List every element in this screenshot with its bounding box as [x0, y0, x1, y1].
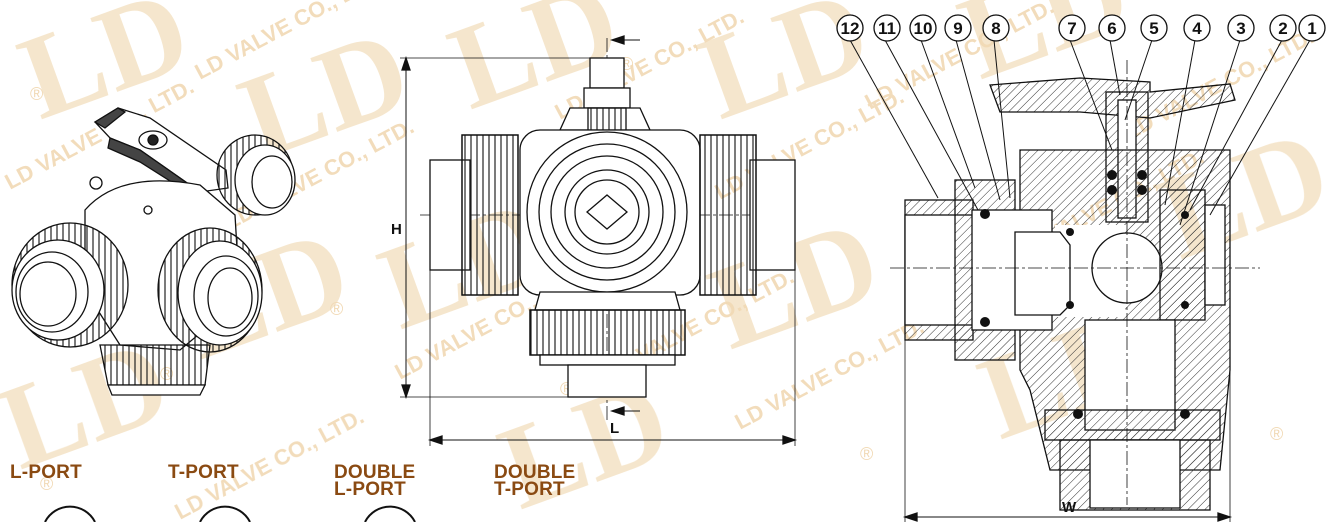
part-bubble: 3: [1227, 14, 1255, 42]
port-type-line2: L-PORT: [334, 479, 406, 500]
part-bubble: 12: [836, 14, 864, 42]
valve-section-view: [890, 60, 1260, 522]
svg-text:6: 6: [1107, 19, 1116, 38]
svg-text:9: 9: [953, 19, 962, 38]
valve-3d-view: [11, 107, 296, 396]
port-type-line2: T-PORT: [494, 479, 565, 500]
svg-text:1: 1: [1307, 19, 1316, 38]
registered-mark: ®: [30, 84, 43, 104]
dimension-w-label: W: [1062, 499, 1077, 516]
part-bubble: 6: [1098, 14, 1126, 42]
port-type-l: L-PORT: [10, 462, 82, 483]
port-type-line1: DOUBLE: [494, 462, 576, 483]
part-bubble: 11: [873, 14, 901, 42]
part-bubbles: 12 11 10 9 8 7 6 5 4 3 2 1: [836, 14, 1326, 42]
port-type-line1: L-PORT: [10, 462, 82, 483]
svg-text:7: 7: [1067, 19, 1076, 38]
registered-mark: ®: [1270, 424, 1283, 444]
part-bubble: 10: [909, 14, 937, 42]
part-bubble: 2: [1269, 14, 1297, 42]
port-type-double-l: DOUBLE L-PORT: [334, 462, 416, 500]
part-bubble: 4: [1183, 14, 1211, 42]
dimension-h-label: H: [391, 221, 402, 238]
registered-mark: ®: [860, 444, 873, 464]
port-type-double-t: DOUBLE T-PORT: [494, 462, 576, 500]
part-bubble: 7: [1058, 14, 1086, 42]
registered-mark: ®: [330, 299, 343, 319]
svg-text:11: 11: [878, 19, 896, 38]
svg-text:2: 2: [1278, 19, 1287, 38]
svg-text:5: 5: [1149, 19, 1158, 38]
port-diagram-previews: [44, 505, 416, 523]
leader-lines: [849, 39, 1311, 226]
svg-text:4: 4: [1192, 19, 1202, 38]
valve-front-view: [400, 35, 798, 446]
dimension-l-label: L: [610, 420, 619, 437]
port-type-line1: DOUBLE: [334, 462, 416, 483]
part-bubble: 9: [944, 14, 972, 42]
part-bubble: 1: [1298, 14, 1326, 42]
registered-mark: ®: [40, 474, 53, 494]
svg-text:3: 3: [1236, 19, 1245, 38]
part-bubble: 8: [982, 14, 1010, 42]
port-type-line1: T-PORT: [168, 462, 239, 483]
svg-text:10: 10: [914, 19, 933, 38]
port-type-t: T-PORT: [168, 462, 239, 483]
svg-text:12: 12: [841, 19, 860, 38]
part-bubble: 5: [1140, 14, 1168, 42]
svg-text:8: 8: [991, 19, 1000, 38]
